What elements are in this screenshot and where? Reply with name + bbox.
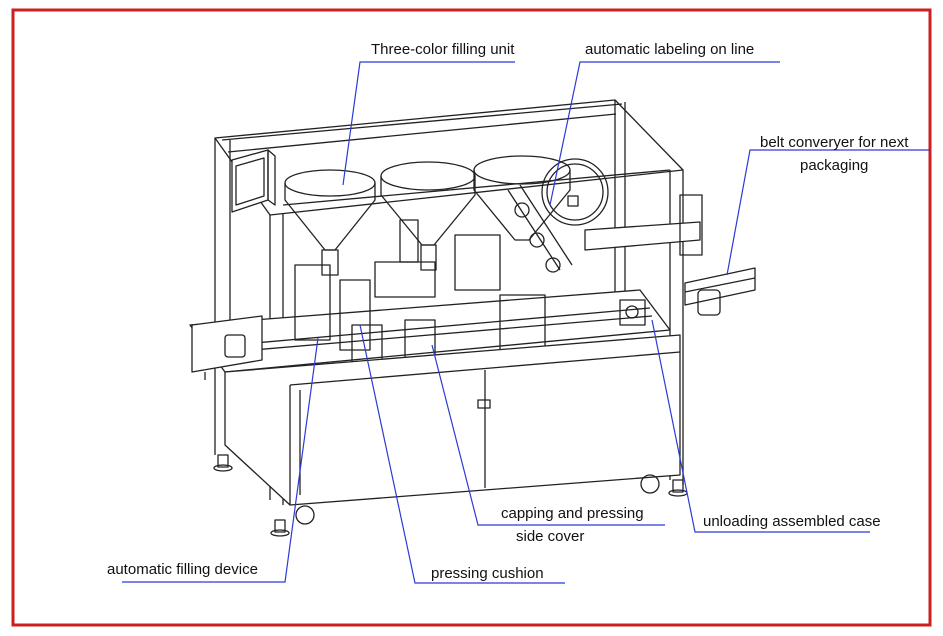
label-unloading-assembled-case: unloading assembled case xyxy=(703,513,881,530)
label-capping-line1: capping and pressing xyxy=(501,505,644,522)
leader-lines xyxy=(122,61,930,584)
outer-border xyxy=(11,8,932,627)
leader-belt-conveyor xyxy=(726,149,930,276)
label-belt-conveyor-line2: packaging xyxy=(800,157,869,174)
leader-filling-unit xyxy=(342,61,515,186)
leader-auto-filling xyxy=(122,337,319,583)
label-automatic-filling-device: automatic filling device xyxy=(107,561,258,578)
label-capping-line2: side cover xyxy=(516,528,585,545)
machine-drawing xyxy=(189,99,756,537)
leader-pressing-cushion xyxy=(359,324,565,584)
label-automatic-labeling: automatic labeling on line xyxy=(585,41,755,58)
leader-unloading xyxy=(651,319,870,533)
leader-capping xyxy=(431,344,665,526)
label-pressing-cushion: pressing cushion xyxy=(431,565,544,582)
label-three-color-filling-unit: Three-color filling unit xyxy=(371,41,515,58)
leader-labeling xyxy=(549,61,780,206)
label-belt-conveyor-line1: belt converyer for next xyxy=(760,134,909,151)
